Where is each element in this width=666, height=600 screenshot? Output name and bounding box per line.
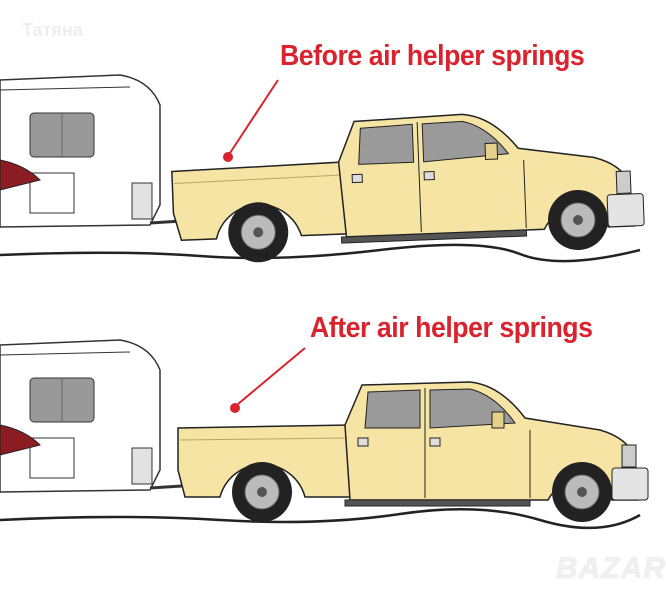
pointer-line-after: [237, 347, 306, 405]
pointer-dot-after: [230, 403, 240, 413]
travel-trailer-before: [0, 73, 184, 229]
ground-line-before: [0, 243, 641, 263]
before-scene: [0, 73, 646, 267]
user-watermark: Татяна: [22, 20, 83, 40]
ground-line-after: [0, 507, 641, 530]
pointer-dot-before: [223, 152, 233, 162]
pickup-truck-before: [169, 106, 646, 267]
before-label: Before air helper springs: [280, 40, 585, 72]
site-watermark-logo: BAZAR: [556, 552, 666, 585]
pickup-truck-after: [177, 381, 649, 523]
after-scene: [0, 338, 649, 530]
pointer-line-before: [229, 79, 279, 154]
after-label: After air helper springs: [310, 312, 593, 344]
travel-trailer-after: [0, 338, 184, 494]
